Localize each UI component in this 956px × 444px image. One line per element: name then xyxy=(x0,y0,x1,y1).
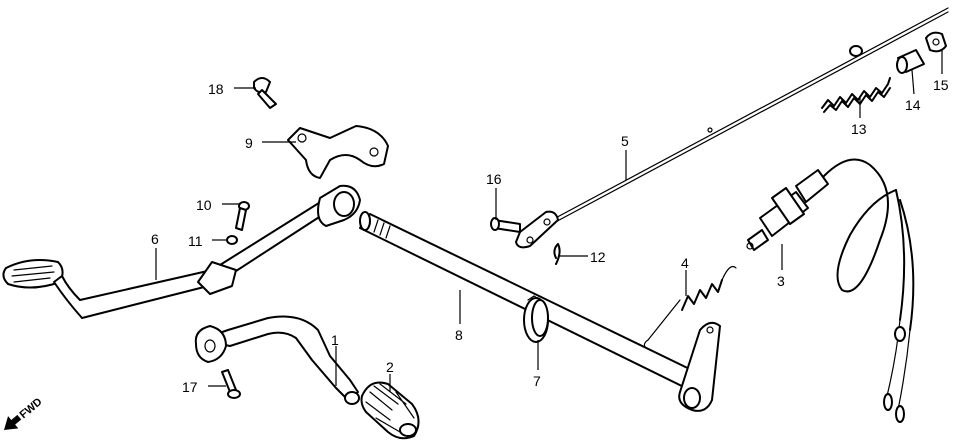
callout-2: 2 xyxy=(386,359,394,375)
callout-1: 1 xyxy=(331,332,339,348)
lever xyxy=(194,315,360,405)
callout-15: 15 xyxy=(933,77,949,93)
bolt-17 xyxy=(221,369,241,399)
callout-16: 16 xyxy=(486,171,502,187)
rubber-boot xyxy=(360,381,420,440)
callout-17: 17 xyxy=(182,379,198,395)
arrow-left-icon xyxy=(4,414,22,430)
bolt-18 xyxy=(253,77,277,109)
callout-13: 13 xyxy=(851,121,867,137)
cotter-pin xyxy=(553,243,561,265)
fwd-marker: FWD xyxy=(4,396,45,430)
callout-12: 12 xyxy=(590,249,606,265)
callout-11: 11 xyxy=(188,233,203,249)
callout-3: 3 xyxy=(777,273,785,289)
callout-7: 7 xyxy=(533,373,541,389)
callout-9: 9 xyxy=(245,135,253,151)
leader-lines xyxy=(155,50,943,392)
callout-5: 5 xyxy=(621,133,629,149)
callout-18: 18 xyxy=(208,81,224,97)
callout-6: 6 xyxy=(151,231,159,247)
shaft-collar xyxy=(523,295,549,343)
rod-spring xyxy=(821,77,891,113)
callout-4: 4 xyxy=(681,255,689,271)
callout-8: 8 xyxy=(455,327,463,343)
bolt-10 xyxy=(235,201,250,231)
callouts: 1 2 3 4 5 6 7 8 9 10 11 12 13 14 15 16 1… xyxy=(151,77,949,395)
callout-10: 10 xyxy=(196,197,212,213)
brake-light-switch xyxy=(746,158,915,423)
return-spring xyxy=(643,265,737,349)
fwd-label: FWD xyxy=(18,396,45,421)
washer xyxy=(226,235,238,245)
cap xyxy=(925,31,947,53)
brake-pedal xyxy=(2,184,361,319)
pedal-bracket xyxy=(287,125,389,179)
pin xyxy=(490,217,521,233)
callout-14: 14 xyxy=(905,97,921,113)
brake-rod xyxy=(515,7,949,249)
adjusting-nut xyxy=(896,49,925,74)
